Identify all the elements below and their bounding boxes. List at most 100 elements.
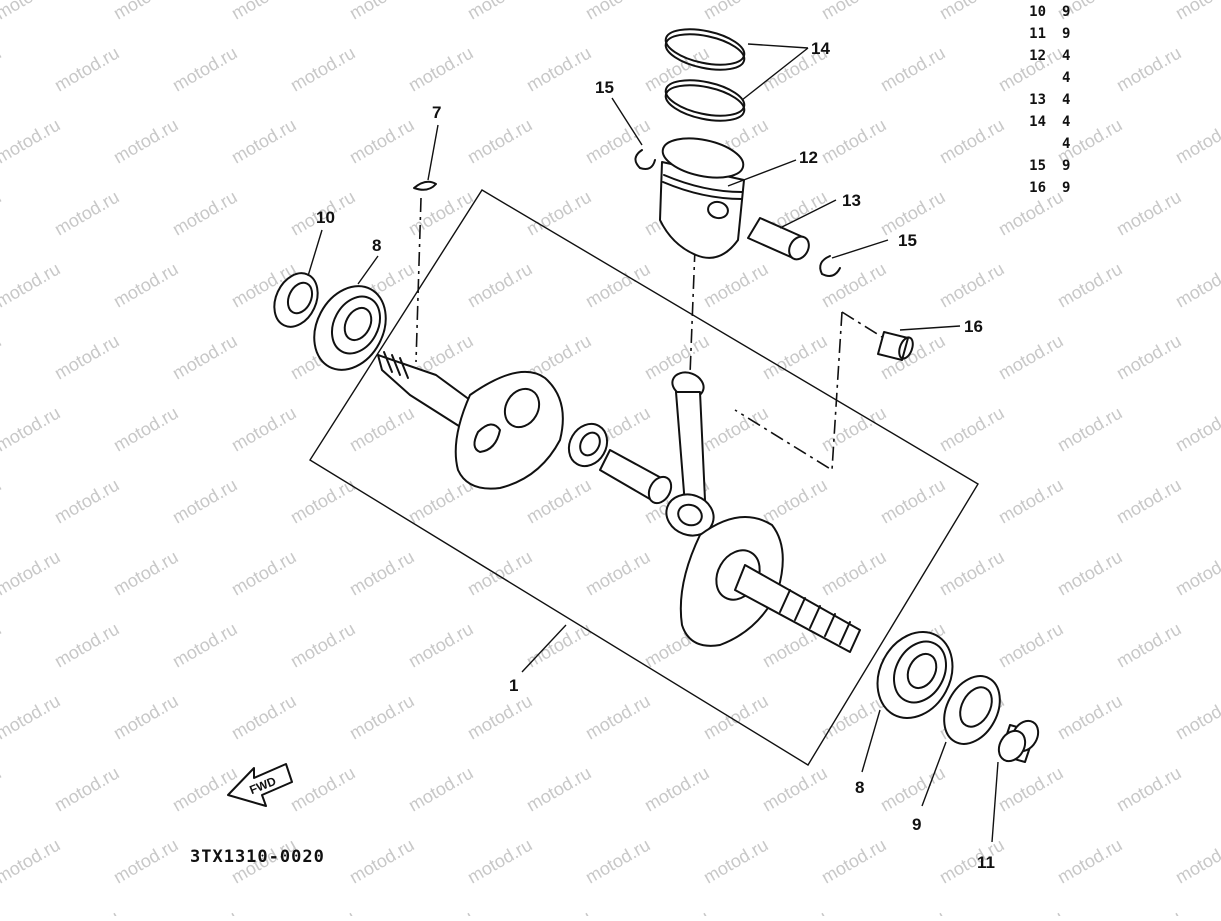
watermark-text: motod.ru [346, 835, 418, 888]
watermark-text: motod.ru [287, 43, 359, 96]
watermark-text: motod.ru [1113, 43, 1185, 96]
watermark-text: motod.ru [51, 43, 123, 96]
watermark-text: motod.ru [0, 475, 5, 528]
watermark-text: motod.ru [995, 619, 1067, 672]
watermark-text: motod.ru [0, 115, 64, 168]
watermark-text: motod.ru [818, 691, 890, 744]
watermark-text: motod.ru [228, 547, 300, 600]
watermark-text: motod.ru [346, 115, 418, 168]
watermark-text: motod.ru [995, 475, 1067, 528]
watermark-text: motod.ru [110, 0, 182, 23]
parts-list-part-code: 9 [1062, 26, 1070, 42]
parts-list-ref-number: 15 [1029, 158, 1046, 174]
parts-list-ref-number: 12 [1029, 48, 1046, 64]
watermark-text: motod.ru [169, 187, 241, 240]
watermark-text: motod.ru [641, 907, 713, 916]
circlip-left [634, 149, 656, 170]
watermark-text: motod.ru [582, 691, 654, 744]
parts-list-part-code: 4 [1062, 92, 1070, 108]
parts-list-ref-number: 16 [1029, 180, 1046, 196]
watermark-text: motod.ru [877, 763, 949, 816]
watermark-text: motod.ru [700, 835, 772, 888]
parts-list-ref-number: 11 [1029, 26, 1046, 42]
watermark-text: motod.ru [110, 547, 182, 600]
watermark-text: motod.ru [936, 259, 1008, 312]
watermark-text: motod.ru [759, 907, 831, 916]
watermark-text: motod.ru [405, 187, 477, 240]
watermark-text: motod.ru [228, 115, 300, 168]
watermark-text: motod.ru [51, 907, 123, 916]
watermark-text: motod.ru [228, 403, 300, 456]
parts-list-part-code: 4 [1062, 136, 1070, 152]
piston-rings [664, 28, 746, 122]
watermark-text: motod.ru [464, 0, 536, 23]
watermark-text: motod.ru [523, 475, 595, 528]
watermark-text: motod.ru [169, 43, 241, 96]
watermark-text: motod.ru [464, 115, 536, 168]
watermark-text: motod.ru [1054, 403, 1126, 456]
collar [997, 719, 1040, 763]
watermark-text: motod.ru [346, 547, 418, 600]
watermark-text: motod.ru [1172, 403, 1221, 456]
callout-8-left: 8 [372, 236, 381, 255]
callout-15-left: 15 [595, 78, 614, 97]
watermark-text: motod.ru [0, 547, 64, 600]
callout-7: 7 [432, 103, 441, 122]
watermark-text: motod.ru [877, 43, 949, 96]
callout-8-right: 8 [855, 778, 864, 797]
woodruff-key [413, 180, 437, 191]
watermark-text: motod.ru [0, 259, 64, 312]
bearing-left [313, 285, 387, 371]
watermark-text: motod.ru [818, 547, 890, 600]
callout-1: 1 [509, 676, 518, 695]
watermark-text: motod.ru [110, 835, 182, 888]
watermark-text: motod.ru [0, 619, 5, 672]
watermark-text: motod.ru [405, 763, 477, 816]
bearing-right [876, 631, 954, 719]
connecting-rod [665, 371, 715, 537]
watermark-text: motod.ru [51, 187, 123, 240]
callout-13: 13 [842, 191, 861, 210]
watermark-text: motod.ru [877, 907, 949, 916]
watermark-text: motod.ru [523, 619, 595, 672]
watermark-text: motod.ru [405, 907, 477, 916]
watermark-text: motod.ru [582, 547, 654, 600]
watermark-text: motod.ru [51, 475, 123, 528]
parts-list-part-code: 4 [1062, 48, 1070, 64]
watermark-text: motod.ru [51, 763, 123, 816]
watermark-text: motod.ru [346, 403, 418, 456]
watermark-text: motod.ru [110, 259, 182, 312]
watermark-text: motod.ru [818, 0, 890, 23]
watermark-text: motod.ru [110, 403, 182, 456]
watermark-text: motod.ru [582, 0, 654, 23]
needle-bearing-big-end [567, 422, 609, 468]
watermark-text: motod.ru [1172, 259, 1221, 312]
watermark-text: motod.ru [405, 43, 477, 96]
watermark-text: motod.ru [287, 907, 359, 916]
parts-list-ref-number: 13 [1029, 92, 1046, 108]
parts-list-ref-number: 14 [1029, 114, 1046, 130]
watermark-text: motod.ru [0, 835, 64, 888]
watermark-text: motod.ru [464, 259, 536, 312]
watermark-text: motod.ru [1113, 619, 1185, 672]
forward-direction-arrow: FWD [227, 763, 293, 807]
watermark-text: motod.ru [1113, 331, 1185, 384]
crankshaft-left-half [377, 351, 564, 490]
watermark-text: motod.ru [936, 403, 1008, 456]
watermark-text: motod.ru [818, 259, 890, 312]
watermark-text: motod.ru [169, 475, 241, 528]
watermark-text: motod.ru [759, 763, 831, 816]
watermark-text: motod.ru [523, 43, 595, 96]
watermark-text: motod.ru [464, 835, 536, 888]
watermark-text: motod.ru [759, 475, 831, 528]
watermark-text: motod.ru [346, 691, 418, 744]
watermark-text: motod.ru [169, 619, 241, 672]
callout-14: 14 [811, 39, 830, 58]
watermark-text: motod.ru [1172, 835, 1221, 888]
callout-16: 16 [964, 317, 983, 336]
watermark-text: motod.ru [1113, 763, 1185, 816]
watermark-text: motod.ru [228, 691, 300, 744]
callout-10: 10 [316, 208, 335, 227]
watermark-text: motod.ru [0, 43, 5, 96]
